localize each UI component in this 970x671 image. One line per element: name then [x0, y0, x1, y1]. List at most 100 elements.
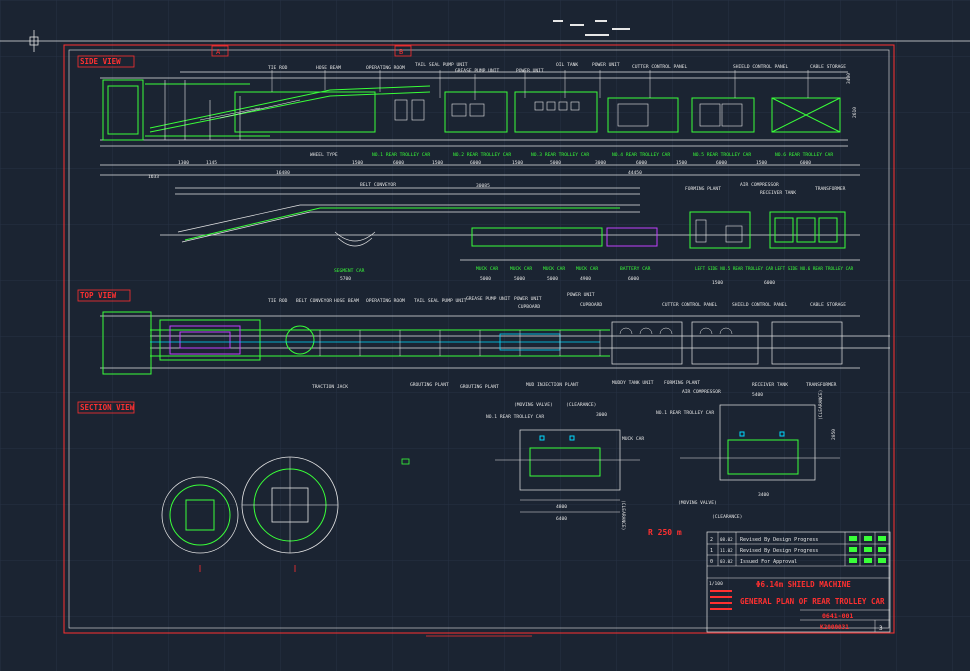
svg-text:1300: 1300	[178, 160, 189, 166]
title-block: 2 08.02 Revised By Design Progress 1 11.…	[706, 531, 891, 633]
svg-text:RECEIVER TANK: RECEIVER TANK	[752, 382, 788, 388]
svg-text:5700: 5700	[340, 276, 351, 282]
svg-text:NO.1 REAR TROLLEY CAR: NO.1 REAR TROLLEY CAR	[486, 414, 544, 420]
svg-text:5000: 5000	[547, 276, 558, 282]
svg-text:2: 2	[710, 537, 713, 543]
crosshair-cursor	[0, 30, 970, 52]
side-car-label: NO.1 REAR TROLLEY CAR	[372, 152, 430, 158]
svg-text:GREASE PUMP UNIT: GREASE PUMP UNIT	[466, 296, 510, 302]
svg-text:TAIL SEAL PUMP UNIT: TAIL SEAL PUMP UNIT	[414, 298, 467, 304]
side-label-operating-room: OPERATING ROOM	[366, 65, 405, 71]
svg-text:16480: 16480	[276, 170, 290, 176]
side-label-oil-tank: OIL TANK	[556, 62, 578, 68]
svg-text:POWER UNIT: POWER UNIT	[514, 296, 542, 302]
svg-text:1633: 1633	[148, 174, 159, 180]
side-car-label: NO.5 REAR TROLLEY CAR	[693, 152, 751, 158]
svg-text:CABLE STORAGE: CABLE STORAGE	[810, 302, 846, 308]
middle-car-labels: SEGMENT CAR MUCK CAR MUCK CAR MUCK CAR M…	[334, 266, 854, 274]
middle-right-car-label: LEFT SIDE NO.6 REAR TROLLEY CAR	[775, 266, 854, 271]
svg-text:03.02: 03.02	[720, 559, 733, 564]
middle-dimensions: 5700 5000 5000 5000 4900 6000 1500 6000	[340, 276, 775, 286]
side-view-title: SIDE VIEW	[80, 57, 121, 66]
svg-text:2050: 2050	[831, 429, 837, 440]
svg-text:0: 0	[710, 559, 713, 565]
section-marker-a: A	[211, 45, 229, 57]
side-label-power-unit-2: POWER UNIT	[592, 62, 620, 68]
side-label-wheel-type: WHEEL TYPE	[310, 152, 338, 158]
side-label-cable-storage: CABLE STORAGE	[810, 64, 846, 70]
svg-text:5000: 5000	[550, 160, 561, 166]
svg-text:6000: 6000	[636, 160, 647, 166]
svg-text:1145: 1145	[206, 160, 217, 166]
svg-text:5000: 5000	[480, 276, 491, 282]
svg-text:6000: 6000	[393, 160, 404, 166]
svg-text:(MOVING VALVE): (MOVING VALVE)	[514, 402, 553, 408]
side-label-shield-panel: SHIELD CONTROL PANEL	[733, 64, 789, 70]
section-view: SECTION VIEW (MOVING VALVE) (CLEARANCE) …	[77, 390, 840, 554]
svg-text:(MOVING VALVE): (MOVING VALVE)	[678, 500, 717, 506]
svg-text:4800: 4800	[556, 504, 567, 510]
svg-text:FORMING PLANT: FORMING PLANT	[664, 380, 700, 386]
revision-row: 2 08.02 Revised By Design Progress	[710, 536, 886, 543]
radius-label: R 250 m	[648, 528, 682, 537]
top-view: TOP VIEW	[77, 289, 890, 395]
svg-text:A: A	[216, 48, 221, 56]
svg-text:5400: 5400	[752, 392, 763, 398]
top-view-labels: TIE ROD BELT CONVEYOR HOSE BEAM OPERATIN…	[268, 292, 846, 395]
point-marker	[401, 458, 410, 465]
svg-text:(CLEARANCE): (CLEARANCE)	[712, 514, 742, 520]
svg-text:CUPBOARD: CUPBOARD	[518, 304, 540, 310]
document-code: K2000031	[820, 624, 849, 631]
svg-text:AIR COMPRESSOR: AIR COMPRESSOR	[682, 389, 721, 395]
svg-text:POWER UNIT: POWER UNIT	[567, 292, 595, 298]
middle-car-label: MUCK CAR	[543, 266, 565, 272]
mid-label-belt-conveyor: BELT CONVEYOR	[360, 182, 396, 188]
svg-text:44450: 44450	[628, 170, 642, 176]
svg-text:6000: 6000	[800, 160, 811, 166]
svg-text:1500: 1500	[756, 160, 767, 166]
svg-text:3400: 3400	[758, 492, 769, 498]
svg-text:TRACTION JACK: TRACTION JACK	[312, 384, 348, 390]
svg-text:Revised By Design Progress: Revised By Design Progress	[740, 548, 818, 554]
drawing-title-line-1: Φ6.14m SHIELD MACHINE	[756, 580, 851, 589]
side-car-label: NO.6 REAR TROLLEY CAR	[775, 152, 833, 158]
svg-text:GROUTING PLANT: GROUTING PLANT	[410, 382, 449, 388]
svg-text:4900: 4900	[580, 276, 591, 282]
side-dimensions: 1300 1145 1500 6000 1500 6000 1500 5000 …	[148, 73, 858, 180]
side-label-tie-rod: TIE ROD	[268, 65, 288, 71]
svg-text:08.02: 08.02	[720, 537, 733, 542]
svg-text:6000: 6000	[716, 160, 727, 166]
section-marker-b: B	[394, 45, 412, 57]
svg-text:3400: 3400	[846, 73, 852, 84]
svg-text:Revised By Design Progress: Revised By Design Progress	[740, 537, 818, 543]
revision-row: 0 03.02 Issued For Approval	[710, 558, 886, 565]
side-label-tail-seal: TAIL SEAL PUMP UNIT	[415, 62, 468, 68]
svg-text:TRANSFORMER: TRANSFORMER	[806, 382, 837, 388]
scale-label: 1/100	[709, 581, 723, 587]
svg-text:(CLEARANCE): (CLEARANCE)	[566, 402, 596, 408]
sheet-number: 3	[879, 625, 883, 632]
side-label-cutter-panel: CUTTER CONTROL PANEL	[632, 64, 688, 70]
svg-text:11.02: 11.02	[720, 548, 733, 553]
svg-text:5000: 5000	[514, 276, 525, 282]
mid-label-receiver-tank: RECEIVER TANK	[760, 190, 796, 196]
svg-text:6400: 6400	[556, 516, 567, 522]
svg-text:CUPBOARD: CUPBOARD	[580, 302, 602, 308]
mid-label-air-compressor: AIR COMPRESSOR	[740, 182, 779, 188]
middle-car-label: MUCK CAR	[576, 266, 598, 272]
middle-car-label: BATTERY CAR	[620, 266, 651, 272]
svg-text:3000: 3000	[595, 160, 606, 166]
svg-text:MUCK CAR: MUCK CAR	[622, 436, 644, 442]
top-view-title: TOP VIEW	[80, 291, 117, 300]
svg-text:3000: 3000	[596, 412, 607, 418]
svg-text:(CLEARANCE): (CLEARANCE)	[818, 390, 824, 420]
side-car-label: NO.4 REAR TROLLEY CAR	[612, 152, 670, 158]
svg-text:6000: 6000	[470, 160, 481, 166]
middle-view: BELT CONVEYOR 30085 FORMING PLANT AIR CO…	[160, 182, 860, 286]
battery-car-shape	[606, 227, 658, 247]
middle-right-car-label: LEFT SIDE NO.5 REAR TROLLEY CAR	[695, 266, 774, 271]
svg-text:HOSE BEAM: HOSE BEAM	[334, 298, 359, 304]
svg-text:2610: 2610	[852, 107, 858, 118]
